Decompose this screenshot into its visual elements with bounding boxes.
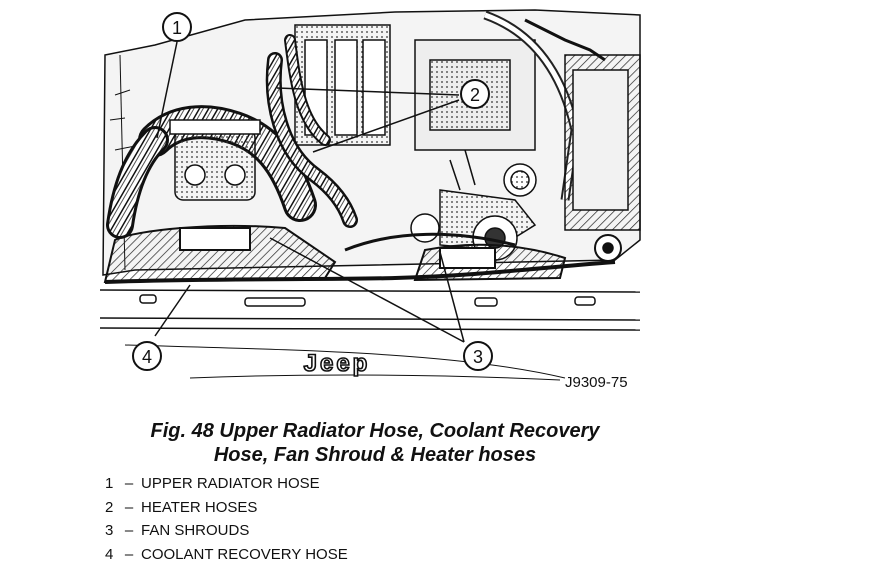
legend-number: 1 (105, 475, 114, 492)
legend-dash: – (124, 522, 134, 539)
jeep-badge-text: Jeep (304, 350, 371, 377)
legend-number: 4 (105, 545, 114, 563)
legend-label: HEATER HOSES (141, 498, 258, 516)
legend-dash: – (124, 498, 134, 516)
callout-3: 3 (463, 341, 493, 371)
engine-bay-illustration: 1 2 3 4 Jeep J9309-75 (99, 9, 641, 391)
svg-text:2: 2 (470, 85, 480, 105)
callout-4: 4 (132, 341, 162, 371)
legend-label: FAN SHROUDS (141, 522, 250, 539)
figure-caption-line-1: Fig. 48 Upper Radiator Hose, Coolant Rec… (150, 420, 600, 442)
legend-item: 1–UPPER RADIATOR HOSE (105, 472, 348, 496)
legend-dash: – (124, 545, 134, 563)
svg-text:4: 4 (142, 347, 152, 367)
legend-label: COOLANT RECOVERY HOSE (141, 545, 348, 563)
svg-text:1: 1 (172, 18, 182, 38)
figure-caption-line-2: Hose, Fan Shroud & Heater hoses (213, 444, 537, 466)
figure-id: J9309-75 (565, 374, 628, 391)
radiator-support-panel (99, 289, 641, 381)
legend-label: UPPER RADIATOR HOSE (141, 475, 320, 492)
coolant-recovery-hose (104, 260, 616, 284)
legend-number: 2 (105, 498, 114, 516)
legend-item: 3–FAN SHROUDS (105, 519, 348, 543)
callout-2: 2 (460, 79, 490, 109)
legend-number: 3 (105, 522, 114, 539)
thermostat-housing (169, 119, 261, 201)
legend-dash: – (124, 475, 134, 492)
legend-list: 1–UPPER RADIATOR HOSE 2–HEATER HOSES 3–F… (105, 472, 348, 566)
svg-text:3: 3 (473, 347, 483, 367)
legend-item: 4–COOLANT RECOVERY HOSE (105, 543, 348, 567)
leader-lines (154, 41, 465, 343)
callout-1: 1 (162, 12, 192, 42)
legend-item: 2–HEATER HOSES (105, 496, 348, 520)
fan-shroud-left (103, 224, 337, 284)
